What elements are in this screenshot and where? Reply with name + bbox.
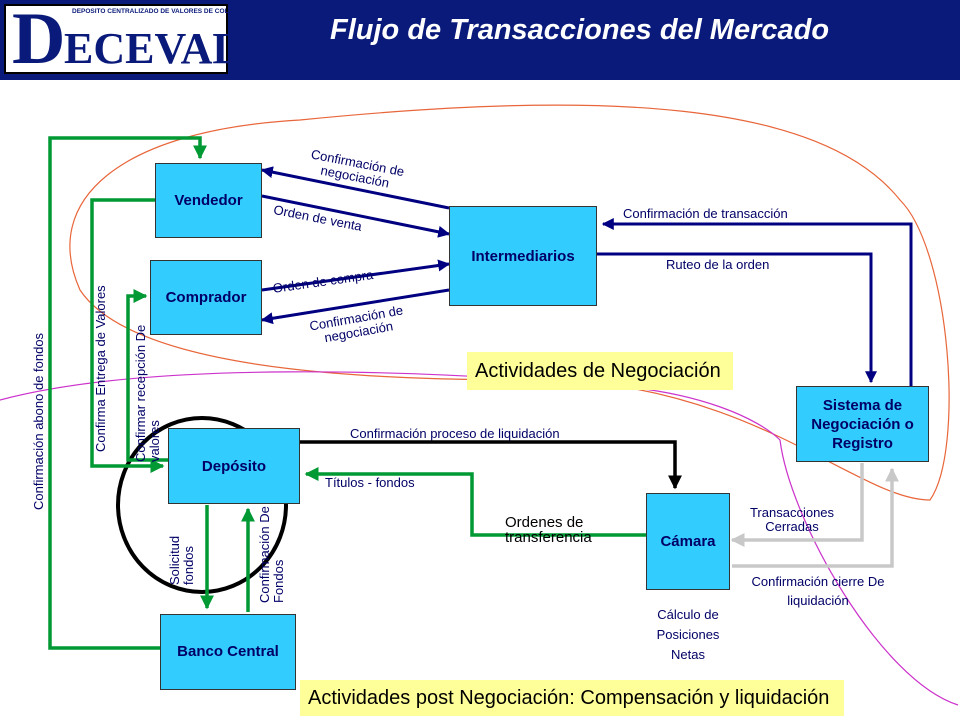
arrow-ruteo	[597, 252, 877, 384]
box-intermediarios: Intermediarios	[449, 206, 597, 306]
label-confirmar-recepcion: Confirmar recepción De valores	[133, 324, 162, 462]
box-vendedor: Vendedor	[155, 163, 262, 238]
arrow-confirmar-recepcion	[126, 289, 168, 462]
arrow-conf-negociacion-bottom	[260, 288, 450, 325]
label-titulos-fondos: Títulos - fondos	[325, 475, 415, 490]
logo-initial: D	[12, 0, 66, 80]
page-title: Flujo de Transacciones del Mercado	[330, 14, 830, 46]
label-conf-cierre: Confirmación cierre De liquidación	[751, 574, 885, 608]
arrow-conf-cierre	[732, 467, 899, 568]
arrow-transacciones-cerradas	[730, 463, 864, 547]
label-conf-transaccion: Confirmación de transacción	[623, 206, 788, 221]
arrow-confirma-entrega	[90, 198, 165, 473]
arrow-conf-abono	[48, 136, 207, 650]
post-negotiation-zone-curve	[0, 371, 959, 706]
header-bar: DEPOSITO CENTRALIZADO DE VALORES DE COLO…	[0, 0, 960, 80]
label-ordenes-transferencia: Ordenes de transferencia	[505, 514, 592, 546]
label-calculo-posiciones: Cálculo de Posiciones Netas	[656, 607, 720, 662]
section-post-negociacion: Actividades post Negociación: Compensaci…	[300, 680, 844, 716]
arrow-orden-compra	[261, 259, 451, 292]
label-solicitud-fondos: Solicitud fondos	[167, 535, 196, 585]
box-comprador: Comprador	[150, 260, 262, 335]
arrow-conf-negociacion-top	[260, 166, 450, 210]
box-sistema: Sistema de Negociación o Registro	[796, 386, 929, 462]
logo-name: ECEVAL S.A.	[64, 24, 329, 73]
deceval-logo: DEPOSITO CENTRALIZADO DE VALORES DE COLO…	[4, 0, 329, 80]
arrow-orden-venta	[261, 194, 451, 238]
deposito-highlight-ellipse	[116, 416, 288, 594]
logo-subtitle: DEPOSITO CENTRALIZADO DE VALORES DE COLO…	[72, 8, 251, 15]
label-transacciones-cerradas: Transacciones Cerradas	[749, 505, 835, 534]
arrow-conf-transaccion	[601, 218, 913, 386]
box-camara: Cámara	[646, 493, 730, 590]
label-conf-abono: Confirmación abono de fondos	[31, 332, 46, 510]
box-banco-central: Banco Central	[160, 614, 296, 690]
label-confirma-entrega: Confirma Entrega de Valores	[93, 285, 108, 452]
arrow-conf-proceso	[300, 440, 682, 490]
section-negociacion: Actividades de Negociación	[467, 352, 733, 390]
box-deposito: Depósito	[168, 428, 300, 504]
arrow-titulos-fondos	[304, 467, 646, 537]
label-conf-fondos: Confirmación De Fondos	[257, 506, 286, 603]
label-conf-proceso: Confirmación proceso de liquidación	[350, 426, 560, 441]
label-ruteo: Ruteo de la orden	[666, 257, 770, 272]
